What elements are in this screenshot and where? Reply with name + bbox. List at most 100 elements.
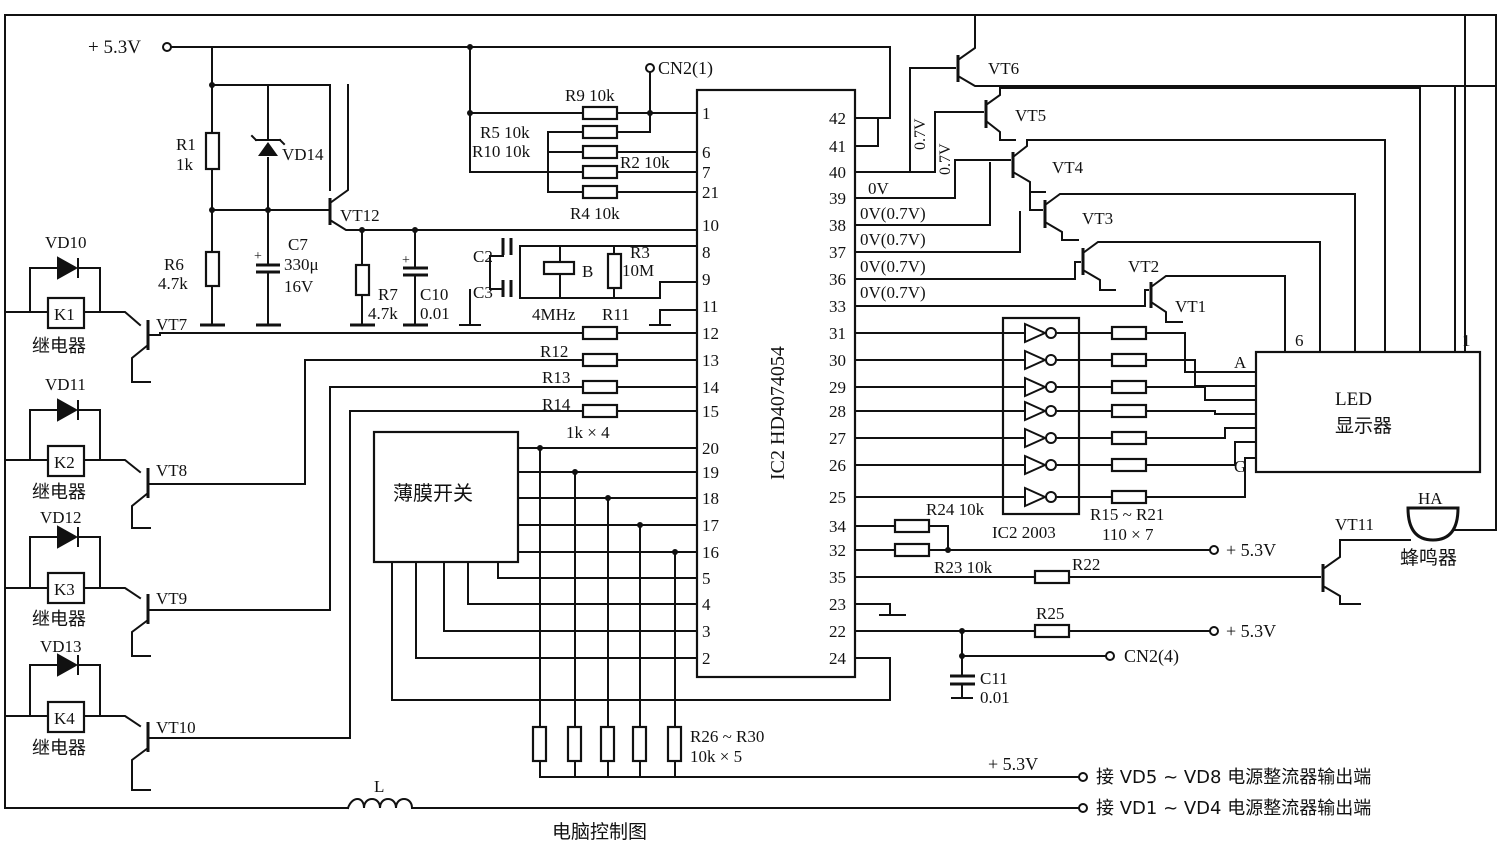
relay3-label: 继电器 — [32, 609, 86, 630]
ic-left-pin-label: 7 — [702, 163, 711, 182]
resistor-r5 — [581, 124, 619, 140]
r26-r30-label: R26 ~ R30 — [690, 727, 764, 746]
vd13-label: VD13 — [40, 637, 82, 656]
r15-r21-label: R15 ~ R21 — [1090, 505, 1164, 524]
membrane-switch: 薄膜开关 R26 ~ R30 10k × 5 — [372, 430, 1079, 778]
led-display: LED 显示器 A G 6 1 — [1234, 14, 1482, 476]
r4-label: R4 10k — [570, 204, 620, 223]
r3-label: R3 — [630, 243, 650, 262]
ic-right-pin-label: 34 — [829, 517, 847, 536]
r26-r30-value: 10k × 5 — [690, 747, 742, 766]
resistor-r14 — [581, 403, 619, 419]
r1-label: R1 — [176, 135, 196, 154]
c11-value: 0.01 — [980, 688, 1010, 707]
relay-k2-box — [46, 444, 86, 478]
cn2-1-terminal — [645, 63, 655, 73]
resistor-r23 — [893, 542, 931, 558]
supply-label-top: + 5.3V — [88, 37, 141, 58]
ic-right-pin-label: 26 — [829, 456, 846, 475]
vt8-label: VT8 — [156, 461, 187, 480]
resistor-r11 — [581, 325, 619, 341]
ic-right-pin-label: 29 — [829, 378, 846, 397]
relay-k3-box — [46, 571, 86, 605]
buzzer-ha-label: HA — [1418, 489, 1443, 508]
membrane-label: 薄膜开关 — [393, 481, 473, 505]
ic-right-pin-label: 24 — [829, 649, 847, 668]
ic-right-pin-label: 31 — [829, 324, 846, 343]
ic-right-pin-label: 23 — [829, 595, 846, 614]
resistor-r13 — [581, 379, 619, 395]
relay-k4: VD13 K4 继电器 VT10 — [4, 637, 196, 791]
vd10-label: VD10 — [45, 233, 87, 252]
inverter-symbol — [1024, 427, 1048, 449]
ic-right-pins: 4241403938373633313029282726253432352322… — [829, 109, 847, 668]
vt11-label: VT11 — [1335, 515, 1374, 534]
segment-wire — [854, 457, 1257, 498]
inverter-bubble — [1045, 491, 1057, 503]
reset-circuit: R1 1k R6 4.7k VD14 + C7 330μ 16V — [158, 84, 331, 327]
ic-left-pin-label: 3 — [702, 622, 711, 641]
r12-label: R12 — [540, 342, 568, 361]
ic-right-pin-label: 35 — [829, 568, 846, 587]
vt4-label: VT4 — [1052, 158, 1084, 177]
relay-k1: VD10 K1 继电器 VT7 — [4, 14, 188, 809]
inverter-symbol — [1024, 322, 1048, 344]
v36-label: 0V(0.7V) — [860, 257, 926, 276]
v38-label: 0V(0.7V) — [860, 204, 926, 223]
vd14-terminal — [1078, 803, 1088, 813]
led-pin-1: 1 — [1462, 331, 1471, 350]
c7-voltage: 16V — [284, 277, 314, 296]
c2-label: C2 — [473, 247, 493, 266]
inverter-bubble — [1045, 459, 1057, 471]
buzzer-section: R24 10k R23 10k + 5.3V R22 VT11 HA 蜂鸣器 R… — [854, 489, 1460, 707]
c7-value: 330μ — [284, 255, 319, 274]
r9-label: R9 10k — [565, 86, 615, 105]
v40-label: 0.7V — [937, 143, 954, 175]
ic-left-pin-label: 4 — [702, 595, 711, 614]
k3-label: K3 — [54, 580, 75, 599]
r2-label: R2 10k — [620, 153, 670, 172]
resistor-r3 — [606, 252, 623, 290]
supply-label-r1: + 5.3V — [1226, 540, 1276, 560]
c7-label: C7 — [288, 235, 308, 254]
led-pin-a: A — [1234, 353, 1247, 372]
c10-label: C10 — [420, 285, 448, 304]
vd12-label: VD12 — [40, 508, 82, 527]
relay-k1-box — [46, 296, 86, 330]
r11-label: R11 — [602, 305, 630, 324]
r15-r21-value: 110 × 7 — [1102, 525, 1154, 544]
vt6-label: VT6 — [988, 59, 1019, 78]
r11-r14-value: 1k × 4 — [566, 423, 610, 442]
buzzer-ha — [1406, 506, 1460, 542]
k1-label: K1 — [54, 305, 75, 324]
resistor-r22 — [1033, 569, 1071, 585]
crystal-label: B — [582, 262, 593, 281]
segment-wire — [854, 359, 1257, 387]
ic-right-pin-label: 32 — [829, 541, 846, 560]
cn2-4-label: CN2(4) — [1124, 646, 1179, 667]
resistor-r30 — [666, 725, 683, 763]
r25-label: R25 — [1036, 604, 1064, 623]
r23-label: R23 10k — [934, 558, 993, 577]
supply-terminal-r2 — [1209, 626, 1219, 636]
inverter-bubble — [1045, 354, 1057, 366]
diagram-title: 电脑控制图 — [552, 821, 647, 843]
led-line1: LED — [1335, 389, 1372, 410]
ic-left-pin-label: 6 — [702, 143, 711, 162]
r22-label: R22 — [1072, 555, 1100, 574]
zener-vd14 — [258, 142, 278, 156]
ic-left-pin-label: 14 — [702, 378, 720, 397]
vt3-label: VT3 — [1082, 209, 1113, 228]
ic-right-pin-label: 22 — [829, 622, 846, 641]
main-ic: IC2 HD4074054 16721108911121314152019181… — [695, 88, 857, 679]
base-resistors: R11 R12 R13 R14 1k × 4 — [159, 305, 698, 739]
segment-resistor — [1110, 325, 1148, 341]
vt7-label: VT7 — [156, 315, 188, 334]
vd58-terminal — [1078, 772, 1088, 782]
resistor-r26 — [531, 725, 548, 763]
resistor-r4 — [581, 184, 619, 200]
supply-label-bottom: + 5.3V — [988, 754, 1038, 774]
r6-value: 4.7k — [158, 274, 188, 293]
resistor-r28 — [599, 725, 616, 763]
